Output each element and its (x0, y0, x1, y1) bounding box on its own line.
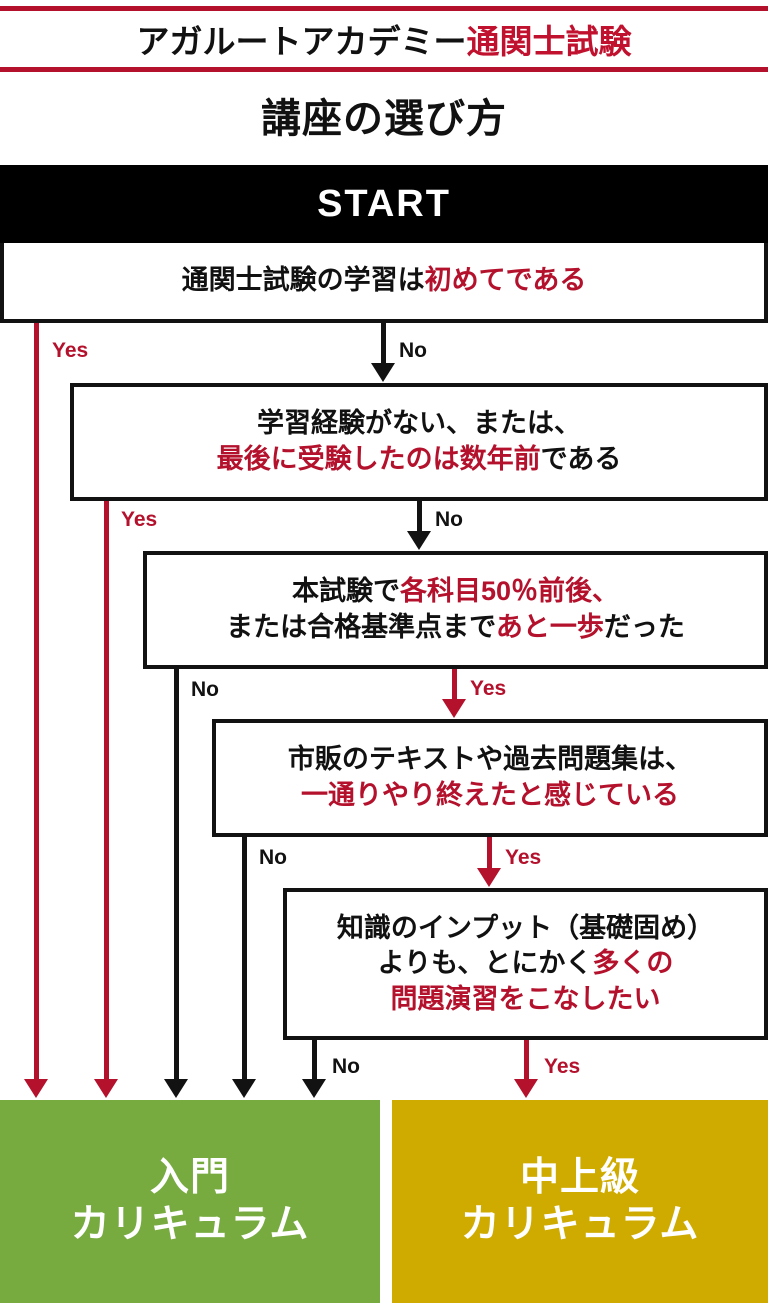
question-box-3: 本試験で各科目50％前後、 または合格基準点まであと一歩だった (143, 551, 768, 669)
edge-q5-yes-line (524, 1040, 529, 1081)
question-line: 本試験で各科目50％前後、 (291, 576, 620, 607)
header-brand-black: アガルートアカデミー (136, 23, 467, 60)
question-line: 問題演習をこなしたい (390, 983, 661, 1014)
edge-label-q4-yes: Yes (505, 846, 542, 869)
edge-q4-no-line (242, 837, 247, 1081)
edge-label-q1-no: No (399, 339, 427, 362)
result-box-beginner: 入門 カリキュラム (0, 1100, 380, 1303)
edge-q3-no-line (174, 669, 179, 1081)
result-line-2: カリキュラム (460, 1202, 700, 1246)
edge-label-q2-yes: Yes (121, 508, 158, 531)
question-line: 知識のインプット（基礎固め） (336, 912, 715, 943)
start-bar: START (0, 165, 768, 243)
edge-label-q5-no: No (332, 1055, 360, 1078)
question-line: 学習経験がない、または、 (257, 408, 581, 439)
edge-q4-yes-arrowhead (477, 868, 501, 887)
edge-q1-yes-arrowhead (24, 1079, 48, 1098)
question-line: よりも、とにかく多くの (377, 948, 674, 979)
edge-q3-no-arrowhead (164, 1079, 188, 1098)
edge-q4-no-arrowhead (232, 1079, 256, 1098)
edge-q2-yes-line (104, 501, 109, 1081)
edge-q5-no-line (312, 1040, 317, 1081)
edge-label-q3-no: No (191, 678, 219, 701)
header-title: アガルートアカデミー通関士試験 (137, 15, 632, 63)
page-subtitle: 講座の選び方 (261, 97, 507, 141)
edge-label-q1-yes: Yes (52, 339, 89, 362)
question-box-4: 市販のテキストや過去問題集は、 一通りやり終えたと感じている (212, 719, 768, 837)
edge-q4-yes-line (487, 837, 492, 872)
edge-q5-no-arrowhead (302, 1079, 326, 1098)
edge-label-q4-no: No (259, 846, 287, 869)
result-line-1: 中上級 (519, 1155, 640, 1199)
header-band: アガルートアカデミー通関士試験 (0, 6, 768, 72)
edge-q2-yes-arrowhead (94, 1079, 118, 1098)
result-box-advanced: 中上級 カリキュラム (392, 1100, 768, 1303)
edge-label-q2-no: No (435, 508, 463, 531)
question-line: 最後に受験したのは数年前である (216, 444, 622, 474)
edge-q2-no-arrowhead (407, 531, 431, 550)
question-line: または合格基準点まであと一歩だった (226, 612, 685, 642)
result-line-2: カリキュラム (70, 1202, 310, 1246)
edge-q5-yes-arrowhead (514, 1079, 538, 1098)
edge-q3-yes-arrowhead (442, 699, 466, 718)
edge-q1-no-line (381, 323, 386, 367)
question-line: 一通りやり終えたと感じている (301, 780, 679, 810)
question-box-2: 学習経験がない、または、 最後に受験したのは数年前である (70, 383, 768, 501)
result-line-1: 入門 (149, 1155, 230, 1199)
edge-q1-yes-line (34, 323, 39, 1081)
question-line: 市販のテキストや過去問題集は、 (287, 744, 693, 775)
question-line: 通関士試験の学習は初めてである (181, 265, 587, 296)
header-brand-red: 通関士試験 (466, 23, 632, 60)
edge-q3-yes-line (452, 669, 457, 703)
edge-label-q5-yes: Yes (544, 1055, 581, 1078)
edge-label-q3-yes: Yes (470, 677, 507, 700)
question-box-1: 通関士試験の学習は初めてである (0, 243, 768, 323)
edge-q1-no-arrowhead (371, 363, 395, 382)
edge-q2-no-line (417, 501, 422, 535)
question-box-5: 知識のインプット（基礎固め） よりも、とにかく多くの 問題演習をこなしたい (283, 888, 768, 1040)
